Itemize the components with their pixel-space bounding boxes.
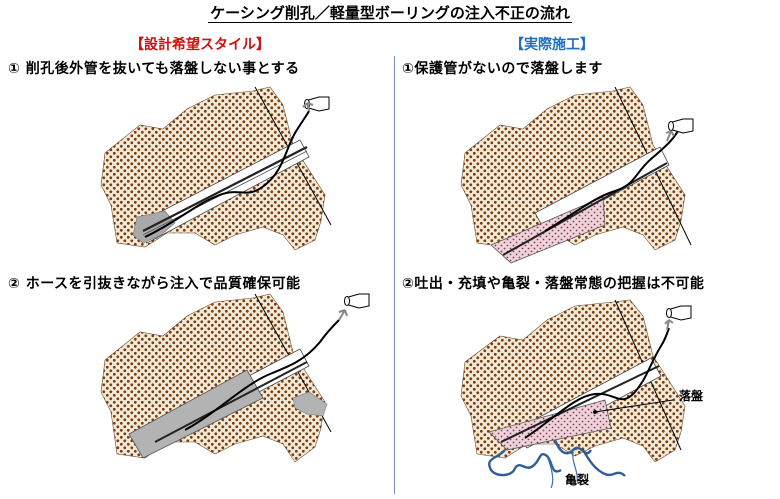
header-design-style: 【設計希望スタイル】 bbox=[130, 37, 270, 53]
crack-lines bbox=[488, 439, 626, 477]
collapse-leader-dot bbox=[593, 410, 597, 414]
diagram-actual-step-1 bbox=[460, 86, 694, 264]
caption-actual-step-1: ①保護管がないので落盤します bbox=[402, 61, 603, 77]
arrow-icon bbox=[665, 130, 675, 142]
diagram-design-step-1 bbox=[100, 86, 332, 251]
grout-bucket-icon bbox=[666, 305, 692, 321]
casing-pipe bbox=[154, 361, 308, 443]
column-divider bbox=[394, 56, 395, 494]
header-actual-construction: 【実際施工】 bbox=[510, 37, 594, 53]
arrow-icon bbox=[302, 102, 314, 112]
crack-lines-thin bbox=[546, 449, 578, 489]
caption-actual-step-2: ②吐出・充填や亀裂・落盤常態の把握は不可能 bbox=[402, 276, 705, 292]
page-title: ケーシング削孔／軽量型ボーリングの注入不正の流れ bbox=[208, 4, 572, 23]
diagram-design-step-2 bbox=[100, 293, 370, 463]
grout-hose bbox=[144, 110, 310, 238]
grout-bucket-icon bbox=[668, 118, 694, 134]
grout-hose bbox=[524, 327, 670, 439]
caption-design-step-1: ① 削孔後外管を抜いても落盤しない事とする bbox=[8, 61, 300, 77]
collapse-leader-line bbox=[594, 399, 674, 413]
label-collapse: 落盤 bbox=[679, 388, 704, 403]
grout-hose bbox=[544, 124, 682, 232]
casing-pipe bbox=[500, 365, 660, 443]
soil-mass bbox=[460, 299, 686, 463]
grout-hose bbox=[184, 319, 340, 431]
label-crack: 亀裂 bbox=[565, 472, 589, 487]
arrow-icon bbox=[664, 319, 674, 331]
grout-bucket-icon bbox=[344, 293, 370, 309]
casing-pipe bbox=[502, 162, 668, 256]
soil-mass bbox=[100, 86, 326, 251]
grout-filled-zone bbox=[128, 369, 264, 459]
casing-pipe bbox=[142, 146, 308, 232]
grout-leak bbox=[292, 391, 328, 417]
caption-design-step-2: ② ホースを引抜きながら注入で品質確保可能 bbox=[8, 276, 301, 292]
arrow-icon bbox=[338, 309, 348, 321]
diagram-actual-step-2: 落盤 亀裂 bbox=[460, 299, 704, 489]
